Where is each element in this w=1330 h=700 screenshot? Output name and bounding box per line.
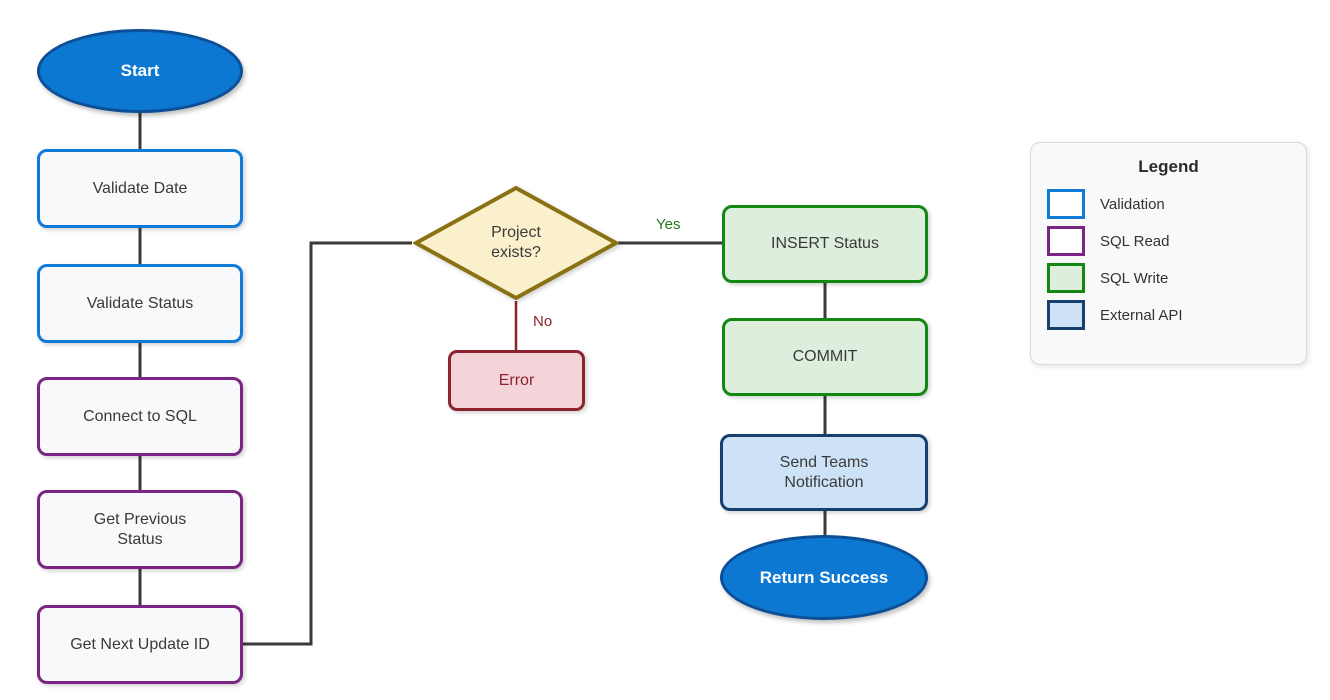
node-get-previous-status: Get Previous Status <box>37 490 243 569</box>
node-decision-label: Project exists? <box>491 224 541 261</box>
legend-label-sql-write: SQL Write <box>1100 269 1169 287</box>
legend-title: Legend <box>1138 157 1199 176</box>
legend-swatch-sql-write <box>1047 263 1085 293</box>
node-get-next-update-id: Get Next Update ID <box>37 605 243 684</box>
legend-row-sql-write: SQL Write <box>1047 263 1306 293</box>
node-start: Start <box>37 29 243 113</box>
node-connect-to-sql-label: Connect to SQL <box>83 407 197 425</box>
node-commit: COMMIT <box>722 318 928 396</box>
legend-swatch-external-api <box>1047 300 1085 330</box>
node-connect-to-sql: Connect to SQL <box>37 377 243 456</box>
node-return-success: Return Success <box>720 535 928 620</box>
legend-swatch-validation <box>1047 189 1085 219</box>
node-insert-status: INSERT Status <box>722 205 928 283</box>
node-send-teams-notification: Send Teams Notification <box>720 434 928 511</box>
node-error-label: Error <box>498 371 535 389</box>
node-validate-date-label: Validate Date <box>92 179 188 197</box>
connector-get-next-to-decision <box>242 241 412 646</box>
legend-row-validation: Validation <box>1047 189 1306 219</box>
legend-label-external-api: External API <box>1100 306 1183 324</box>
legend-row-external-api: External API <box>1047 300 1306 330</box>
legend-swatch-sql-read <box>1047 226 1085 256</box>
node-error: Error <box>448 350 585 411</box>
node-return-success-label: Return Success <box>759 567 889 587</box>
node-decision-project-exists: Project exists? <box>413 185 619 301</box>
node-send-teams-label: Send Teams Notification <box>779 453 869 491</box>
edge-label-yes: Yes <box>656 216 681 233</box>
node-get-previous-status-label: Get Previous Status <box>93 510 187 548</box>
legend-label-validation: Validation <box>1100 195 1165 213</box>
decision-diamond-shape <box>413 185 619 301</box>
edge-label-no: No <box>533 313 553 330</box>
node-commit-label: COMMIT <box>792 348 858 365</box>
legend-row-sql-read: SQL Read <box>1047 226 1306 256</box>
node-validate-date: Validate Date <box>37 149 243 228</box>
legend-panel: Legend Validation SQL Read SQL Write Ext… <box>1030 142 1307 365</box>
node-start-label: Start <box>120 61 160 81</box>
node-validate-status-label: Validate Status <box>86 294 194 312</box>
legend-label-sql-read: SQL Read <box>1100 232 1170 250</box>
node-validate-status: Validate Status <box>37 264 243 343</box>
node-get-next-update-id-label: Get Next Update ID <box>70 635 210 653</box>
node-insert-status-label: INSERT Status <box>771 235 879 252</box>
